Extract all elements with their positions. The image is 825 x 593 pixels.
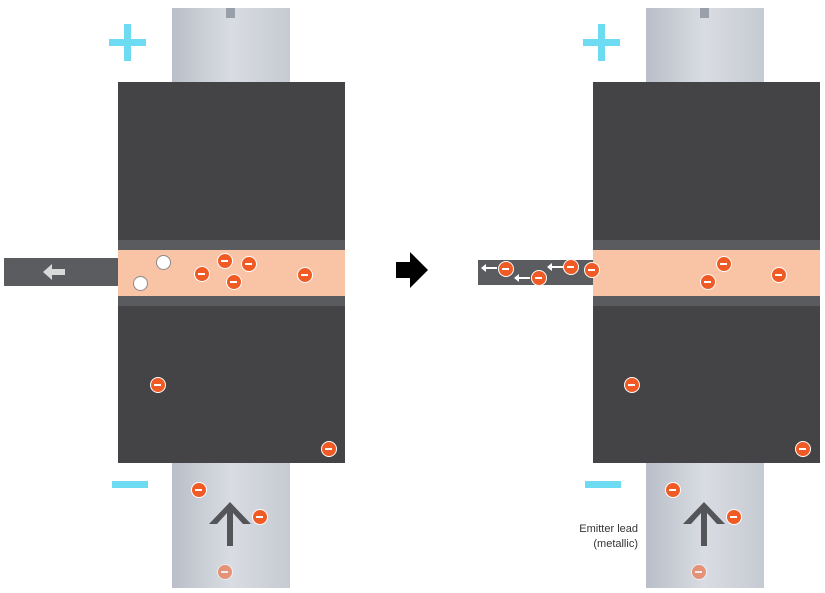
electron	[297, 267, 313, 283]
electron	[217, 253, 233, 269]
electron	[700, 274, 716, 290]
left-arrow-icon	[481, 264, 497, 272]
collector-lead	[172, 8, 290, 84]
up-arrow-icon	[209, 502, 251, 546]
hole	[156, 255, 171, 270]
collector-lead	[646, 8, 764, 84]
negative-sign	[112, 481, 148, 488]
negative-sign	[585, 481, 621, 488]
electron	[217, 564, 233, 580]
emitter-junction	[593, 296, 820, 306]
electron	[241, 256, 257, 272]
electron	[795, 441, 811, 457]
caption-line-2: (metallic)	[593, 538, 638, 550]
electron	[531, 270, 547, 286]
right-arrow-icon	[396, 252, 428, 288]
electron	[665, 482, 681, 498]
electron	[252, 509, 268, 525]
plus-vertical	[124, 24, 131, 61]
lead-tab	[226, 8, 235, 18]
up-arrow-icon	[683, 502, 725, 546]
left-arrow-icon	[547, 263, 563, 271]
collector-region	[118, 82, 345, 240]
electron	[716, 256, 732, 272]
electron	[498, 261, 514, 277]
plus-vertical	[598, 24, 605, 61]
electron	[194, 266, 210, 282]
electron	[771, 267, 787, 283]
lead-tab	[700, 8, 709, 18]
electron	[584, 262, 600, 278]
electron	[563, 259, 579, 275]
emitter-junction	[118, 296, 345, 306]
electron	[624, 377, 640, 393]
collector-junction	[118, 240, 345, 250]
hole	[133, 276, 148, 291]
emitter-lead-caption: Emitter lead (metallic)	[556, 522, 638, 552]
collector-junction	[593, 240, 820, 250]
electron	[691, 564, 707, 580]
left-arrow-icon	[43, 264, 65, 280]
electron	[226, 274, 242, 290]
left-arrow-icon	[514, 274, 530, 282]
electron	[726, 509, 742, 525]
electron	[321, 441, 337, 457]
electron	[191, 482, 207, 498]
electron	[150, 377, 166, 393]
collector-region	[593, 82, 820, 240]
caption-line-1: Emitter lead	[579, 523, 638, 535]
